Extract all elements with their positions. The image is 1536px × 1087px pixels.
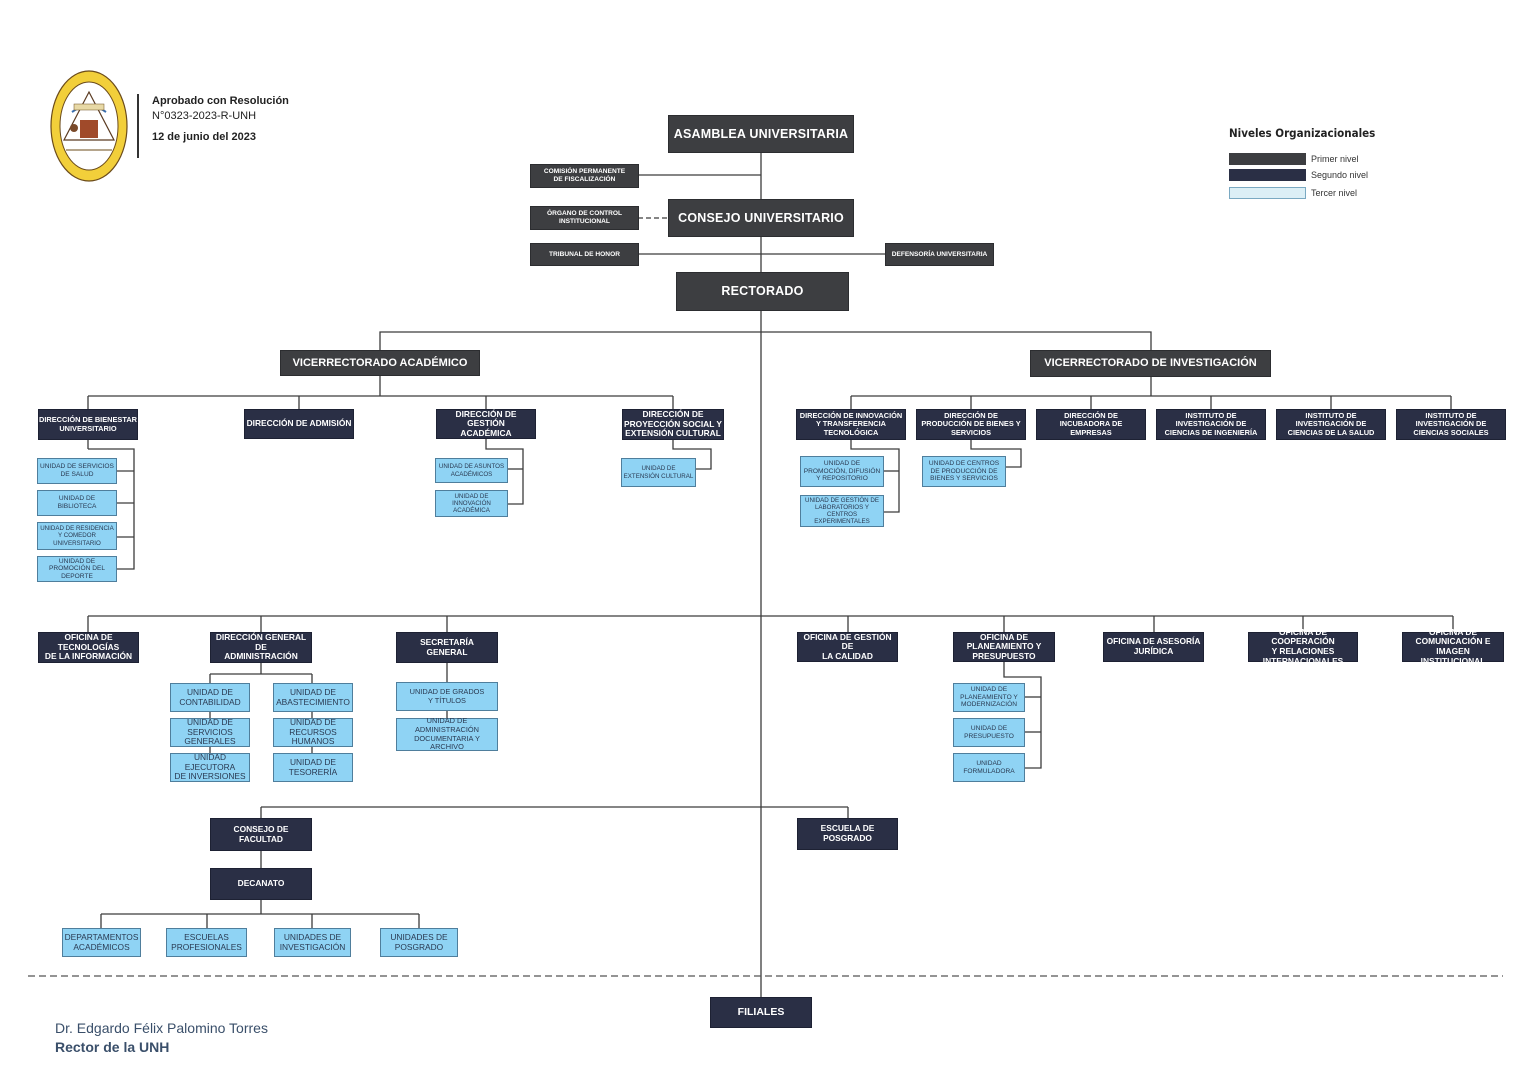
node-asamblea-universitaria[interactable]: ASAMBLEA UNIVERSITARIA (668, 115, 854, 153)
node-filiales[interactable]: FILIALES (710, 997, 812, 1028)
node-u-recursos-humanos[interactable]: UNIDAD DE RECURSOS HUMANOS (273, 717, 353, 747)
node-u-presupuesto[interactable]: UNIDAD DE PRESUPUESTO (953, 718, 1025, 747)
legend-title: Niveles Organizacionales (1229, 126, 1376, 140)
node-unidades-investigacion[interactable]: UNIDADES DE INVESTIGACIÓN (274, 928, 351, 957)
university-seal-logo (50, 70, 128, 182)
node-consejo-facultad[interactable]: CONSEJO DE FACULTAD (210, 818, 312, 851)
legend-label-tercer: Tercer nivel (1311, 188, 1358, 198)
signature-name: Dr. Edgardo Félix Palomino Torres (55, 1020, 268, 1036)
node-u-administracion-documentaria[interactable]: UNIDAD DE ADMINISTRACIÓN DOCUMENTARIA Y … (396, 717, 498, 751)
node-u-biblioteca[interactable]: UNIDAD DE BIBLIOTECA (37, 490, 117, 516)
node-unidades-posgrado[interactable]: UNIDADES DE POSGRADO (380, 928, 458, 957)
approval-divider (137, 94, 139, 158)
node-defensoria[interactable]: DEFENSORÍA UNIVERSITARIA (885, 243, 994, 266)
node-u-promocion-deporte[interactable]: UNIDAD DE PROMOCIÓN DEL DEPORTE (37, 556, 117, 582)
node-of-gestion-calidad[interactable]: OFICINA DE GESTIÓN DE LA CALIDAD (797, 632, 898, 662)
node-of-planeamiento[interactable]: OFICINA DE PLANEAMIENTO Y PRESUPUESTO (953, 632, 1055, 662)
approval-line-1: Aprobado con Resolución (152, 95, 289, 107)
node-tribunal-honor[interactable]: TRIBUNAL DE HONOR (530, 243, 639, 266)
node-escuela-posgrado[interactable]: ESCUELA DE POSGRADO (797, 818, 898, 850)
node-dir-admision[interactable]: DIRECCIÓN DE ADMISIÓN (244, 409, 354, 439)
legend-swatch-primer (1229, 153, 1306, 165)
node-u-promocion-difusion[interactable]: UNIDAD DE PROMOCIÓN, DIFUSIÓN Y REPOSITO… (800, 456, 884, 487)
node-u-residencia-comedor[interactable]: UNIDAD DE RESIDENCIA Y COMEDOR UNIVERSIT… (37, 522, 117, 550)
node-u-contabilidad[interactable]: UNIDAD DE CONTABILIDAD (170, 683, 250, 712)
node-u-asuntos-academicos[interactable]: UNIDAD DE ASUNTOS ACADÉMICOS (435, 458, 508, 483)
node-u-abastecimiento[interactable]: UNIDAD DE ABASTECIMIENTO (273, 683, 353, 712)
node-vr-academico[interactable]: VICERRECTORADO ACADÉMICO (280, 350, 480, 376)
node-dir-bienestar[interactable]: DIRECCIÓN DE BIENESTAR UNIVERSITARIO (38, 409, 138, 440)
node-dir-innovacion[interactable]: DIRECCIÓN DE INNOVACIÓN Y TRANSFERENCIA … (796, 409, 906, 440)
node-rectorado[interactable]: RECTORADO (676, 272, 849, 311)
node-vr-investigacion[interactable]: VICERRECTORADO DE INVESTIGACIÓN (1030, 350, 1271, 377)
node-u-ejecutora-inversiones[interactable]: UNIDAD EJECUTORA DE INVERSIONES (170, 752, 250, 782)
node-u-grados-titulos[interactable]: UNIDAD DE GRADOS Y TÍTULOS (396, 682, 498, 711)
node-inst-ciencias-ingenieria[interactable]: INSTITUTO DE INVESTIGACIÓN DE CIENCIAS D… (1156, 409, 1266, 440)
node-dir-gestion-academica[interactable]: DIRECCIÓN DE GESTIÓN ACADÉMICA (436, 409, 536, 439)
node-secretaria-general[interactable]: SECRETARÍA GENERAL (396, 632, 498, 663)
node-u-servicios-salud[interactable]: UNIDAD DE SERVICIOS DE SALUD (37, 458, 117, 484)
node-of-cooperacion[interactable]: OFICINA DE COOPERACIÓN Y RELACIONES INTE… (1248, 627, 1358, 665)
approval-resolution-number: N°0323-2023-R-UNH (152, 110, 257, 122)
legend-swatch-segundo (1229, 169, 1306, 181)
node-decanato[interactable]: DECANATO (210, 868, 312, 900)
node-of-asesoria-juridica[interactable]: OFICINA DE ASESORÍA JURÍDICA (1103, 632, 1204, 662)
node-organo-control[interactable]: ÓRGANO DE CONTROL INSTITUCIONAL (530, 206, 639, 230)
node-dir-proyeccion-social[interactable]: DIRECCIÓN DE PROYECCIÓN SOCIAL Y EXTENSI… (622, 409, 724, 440)
node-u-servicios-generales[interactable]: UNIDAD DE SERVICIOS GENERALES (170, 717, 250, 747)
legend-label-segundo: Segundo nivel (1311, 170, 1369, 180)
node-consejo-universitario[interactable]: CONSEJO UNIVERSITARIO (668, 199, 854, 237)
node-of-tecnologias[interactable]: OFICINA DE TECNOLOGÍAS DE LA INFORMACIÓN (38, 632, 139, 663)
legend-label-primer: Primer nivel (1311, 154, 1359, 164)
node-comision-fiscalizacion[interactable]: COMISIÓN PERMANENTE DE FISCALIZACIÓN (530, 164, 639, 188)
node-u-tesoreria[interactable]: UNIDAD DE TESORERÍA (273, 753, 353, 782)
node-dir-general-administracion[interactable]: DIRECCIÓN GENERAL DE ADMINISTRACIÓN (210, 632, 312, 663)
node-u-gestion-laboratorios[interactable]: UNIDAD DE GESTIÓN DE LABORATORIOS Y CENT… (800, 495, 884, 527)
node-u-centros-produccion[interactable]: UNIDAD DE CENTROS DE PRODUCCIÓN DE BIENE… (922, 456, 1006, 487)
legend-swatch-tercer (1229, 187, 1306, 199)
node-inst-ciencias-sociales[interactable]: INSTITUTO DE INVESTIGACIÓN DE CIENCIAS S… (1396, 409, 1506, 440)
node-of-comunicacion[interactable]: OFICINA DE COMUNICACIÓN E IMAGEN INSTITU… (1402, 627, 1504, 665)
node-u-innovacion-academica[interactable]: UNIDAD DE INNOVACIÓN ACADÉMICA (435, 490, 508, 517)
node-dir-incubadora[interactable]: DIRECCIÓN DE INCUBADORA DE EMPRESAS (1036, 409, 1146, 440)
node-escuelas-profesionales[interactable]: ESCUELAS PROFESIONALES (166, 928, 247, 957)
node-inst-ciencias-salud[interactable]: INSTITUTO DE INVESTIGACIÓN DE CIENCIAS D… (1276, 409, 1386, 440)
signature-role: Rector de la UNH (55, 1039, 170, 1055)
node-u-planeamiento-modernizacion[interactable]: UNIDAD DE PLANEAMIENTO Y MODERNIZACIÓN (953, 683, 1025, 712)
node-u-extension-cultural[interactable]: UNIDAD DE EXTENSIÓN CULTURAL (621, 458, 696, 487)
approval-date: 12 de junio del 2023 (152, 131, 256, 143)
node-u-formuladora[interactable]: UNIDAD FORMULADORA (953, 753, 1025, 782)
node-departamentos-academicos[interactable]: DEPARTAMENTOS ACADÉMICOS (62, 928, 141, 957)
node-dir-produccion[interactable]: DIRECCIÓN DE PRODUCCIÓN DE BIENES Y SERV… (916, 409, 1026, 440)
